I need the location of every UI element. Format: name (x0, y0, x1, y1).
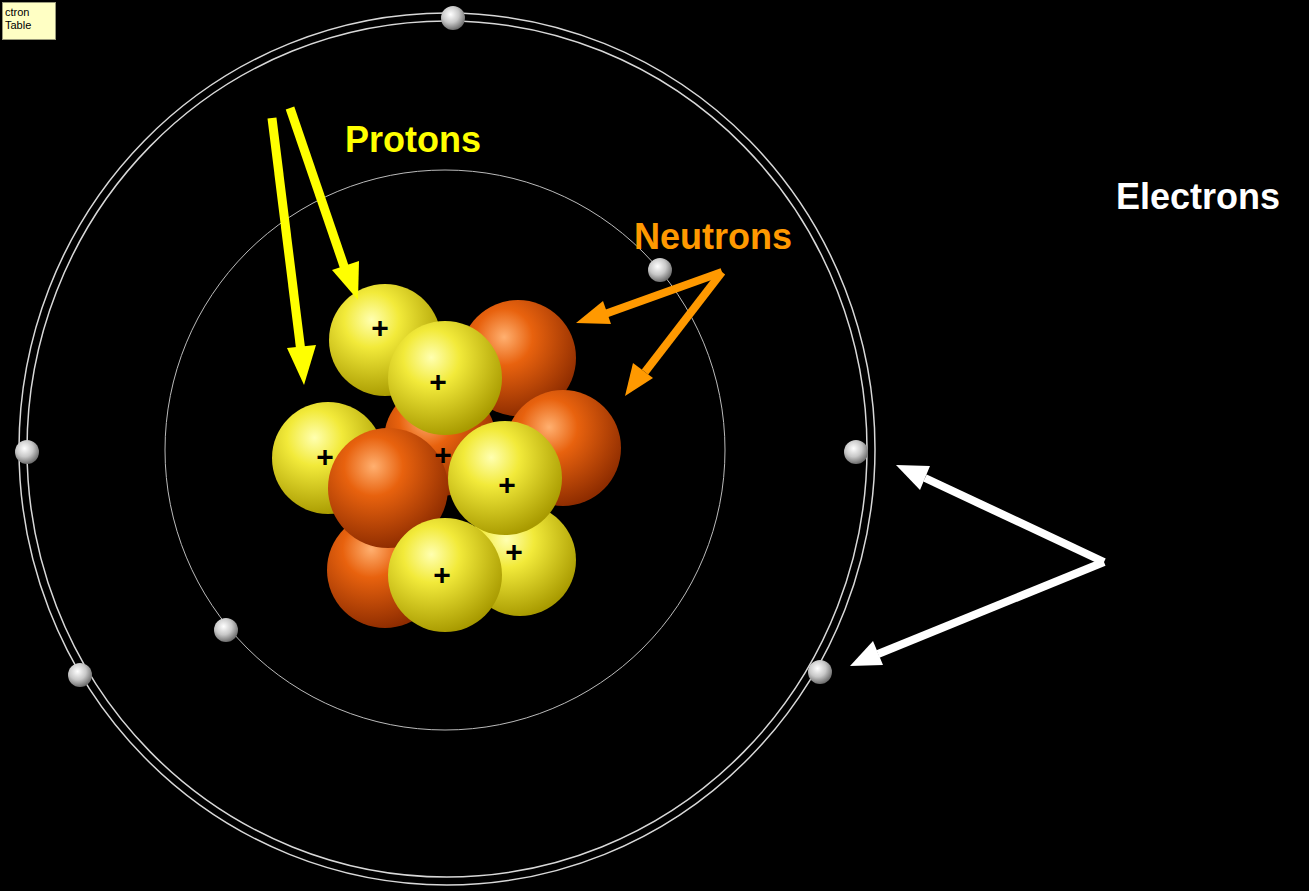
box-text: ctron Table (3, 3, 53, 35)
part-label: Electrons (1116, 176, 1280, 218)
charge-sign: + (505, 535, 523, 569)
electrons (15, 6, 868, 687)
charge-sign: + (316, 440, 334, 474)
electron-arrows (850, 465, 1104, 666)
charge-sign: + (434, 438, 452, 472)
part-label: Neutrons (634, 216, 792, 258)
orbit-rings (19, 13, 875, 885)
info-box: ctron Table (2, 2, 56, 40)
neutron-arrows (576, 272, 722, 396)
charge-sign: + (371, 311, 389, 345)
charge-sign: + (429, 365, 447, 399)
charge-sign: + (498, 468, 516, 502)
nucleus (272, 284, 621, 632)
part-label: Protons (345, 119, 481, 161)
charge-sign: + (433, 558, 451, 592)
